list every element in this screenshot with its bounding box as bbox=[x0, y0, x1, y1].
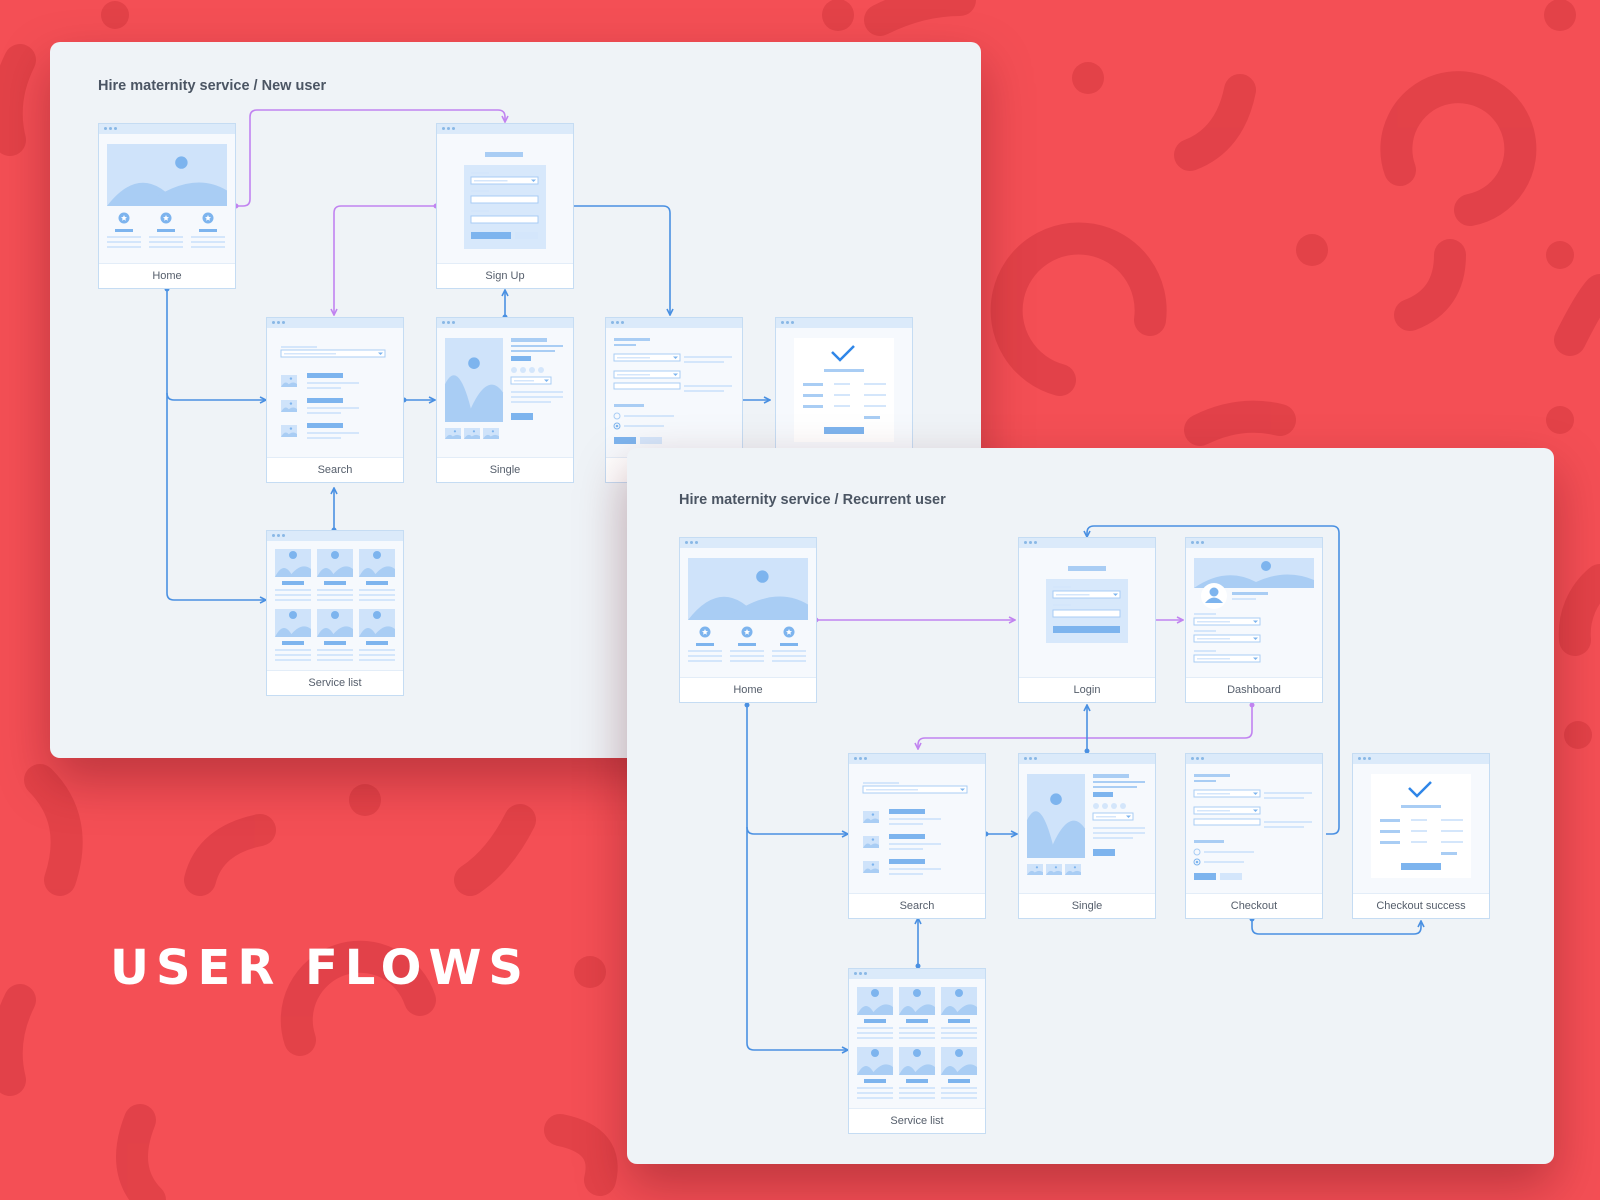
connector-signup-to-checkout bbox=[571, 205, 670, 315]
wireframe-thumbnail bbox=[1193, 558, 1314, 663]
connector-node bbox=[1249, 702, 1255, 708]
screen-single[interactable]: Single bbox=[436, 317, 574, 483]
screen-label: Checkout bbox=[1186, 893, 1322, 918]
screen-label: Service list bbox=[849, 1108, 985, 1133]
screen-checkout[interactable]: Checkout bbox=[1185, 753, 1323, 919]
screen-label: Search bbox=[267, 457, 403, 482]
wireframe-thumbnail bbox=[1193, 774, 1312, 880]
connector-checkout-to-success bbox=[1251, 919, 1421, 935]
connector-home-to-search bbox=[746, 703, 848, 834]
screen-label: Login bbox=[1019, 677, 1155, 702]
connector-dashboard-to-search bbox=[918, 703, 1253, 749]
screen-checkout-success[interactable]: Checkout success bbox=[1352, 753, 1490, 919]
wireframe-thumbnail bbox=[688, 558, 808, 662]
screen-home[interactable]: Home bbox=[98, 123, 236, 289]
wireframe-thumbnail bbox=[107, 144, 227, 248]
wireframe-thumbnail bbox=[1371, 774, 1471, 878]
wireframe-thumbnail bbox=[464, 152, 546, 249]
wireframe-thumbnail bbox=[1046, 566, 1128, 643]
connector-home-to-search bbox=[166, 287, 266, 400]
screen-label: Home bbox=[99, 263, 235, 288]
wireframe-thumbnail bbox=[613, 338, 732, 444]
screen-single[interactable]: Single bbox=[1018, 753, 1156, 919]
flow-title: Hire maternity service / New user bbox=[98, 78, 327, 94]
screen-home[interactable]: Home bbox=[679, 537, 817, 703]
screen-label: Single bbox=[437, 457, 573, 482]
screen-label: Checkout success bbox=[1353, 893, 1489, 918]
screen-search[interactable]: Search bbox=[848, 753, 986, 919]
wireframe-thumbnail bbox=[794, 338, 894, 442]
flow-board-recurrent-user: Hire maternity service / Recurrent user … bbox=[627, 448, 1554, 1164]
screen-label: Single bbox=[1019, 893, 1155, 918]
screen-label: Search bbox=[849, 893, 985, 918]
connector-signup-to-search bbox=[334, 205, 436, 315]
screen-label: Dashboard bbox=[1186, 677, 1322, 702]
wireframe-thumbnail bbox=[857, 987, 977, 1099]
connector-home-to-servicelist bbox=[166, 393, 266, 600]
wireframe-thumbnail bbox=[445, 338, 563, 439]
wireframe-thumbnail bbox=[1027, 774, 1145, 875]
screen-dashboard[interactable]: Dashboard bbox=[1185, 537, 1323, 703]
screen-label: Service list bbox=[267, 670, 403, 695]
hero-title: USER FLOWS bbox=[110, 940, 530, 996]
connector-node bbox=[744, 702, 750, 708]
screen-service-list[interactable]: Service list bbox=[266, 530, 404, 696]
screen-signup[interactable]: Sign Up bbox=[436, 123, 574, 289]
connector-home-to-servicelist bbox=[746, 827, 848, 1050]
screen-label: Sign Up bbox=[437, 263, 573, 288]
screen-service-list[interactable]: Service list bbox=[848, 968, 986, 1134]
wireframe-thumbnail bbox=[862, 782, 968, 875]
wireframe-thumbnail bbox=[275, 549, 395, 661]
screen-login[interactable]: Login bbox=[1018, 537, 1156, 703]
wireframe-thumbnail bbox=[280, 346, 386, 439]
screen-search[interactable]: Search bbox=[266, 317, 404, 483]
screen-label: Home bbox=[680, 677, 816, 702]
flow-board-new-user: Hire maternity service / New user Home S… bbox=[50, 42, 981, 758]
flow-title: Hire maternity service / Recurrent user bbox=[679, 492, 946, 508]
